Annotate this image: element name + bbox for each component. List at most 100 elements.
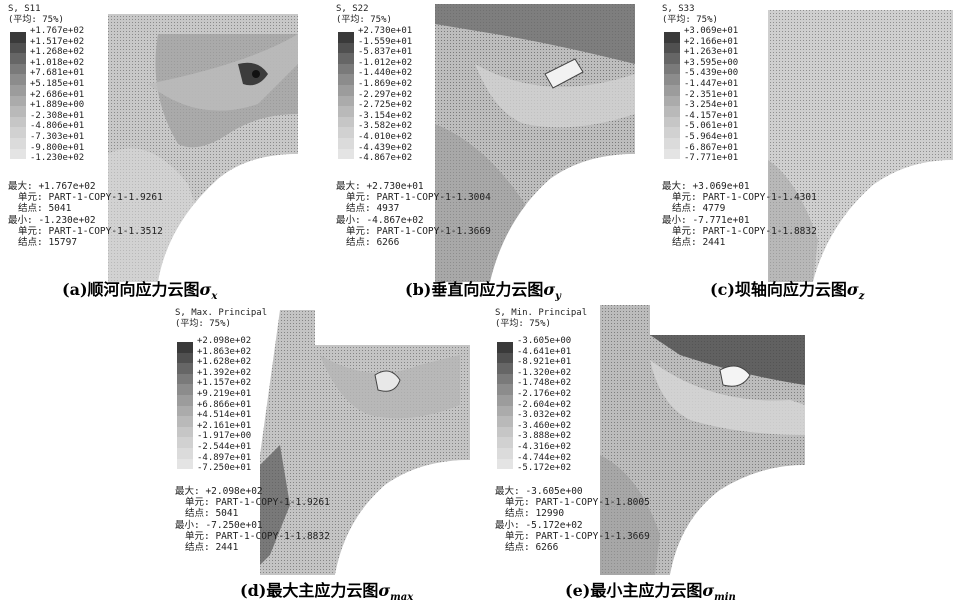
legend-value: -3.032e+02 bbox=[517, 410, 572, 421]
color-scale-segment bbox=[10, 148, 26, 160]
caption-d: (d)最大主应力云图σmax bbox=[240, 577, 413, 603]
legend-value: -1.559e+01 bbox=[358, 36, 413, 47]
color-scale-segment bbox=[664, 106, 680, 117]
legend-value: +7.681e+01 bbox=[30, 68, 85, 79]
legend-value: +2.161e+01 bbox=[197, 420, 252, 431]
max-value: 最大: +2.730e+01 bbox=[336, 181, 424, 192]
color-scale-segment bbox=[10, 53, 26, 64]
color-scale-segment bbox=[664, 63, 680, 75]
caption-symbol: σ bbox=[702, 581, 715, 600]
color-scale-segment bbox=[497, 373, 513, 385]
max-element: 单元: PART-1-COPY-1-1.9261 bbox=[18, 192, 163, 204]
max-node: 结点: 4937 bbox=[346, 203, 400, 215]
max-element: 单元: PART-1-COPY-1-1.9261 bbox=[185, 497, 330, 509]
min-element: 单元: PART-1-COPY-1-1.8832 bbox=[185, 530, 330, 542]
legend-value: -3.254e+01 bbox=[684, 100, 739, 111]
color-scale-segment bbox=[664, 116, 680, 128]
min-value: 最小: -7.250e+01 bbox=[175, 519, 263, 531]
color-scale-segment bbox=[338, 74, 354, 85]
caption-subscript: y bbox=[555, 291, 561, 303]
legend-averaging: (平均: 75%) bbox=[495, 318, 551, 329]
legend-d: S, Max. Principal (平均: 75%) bbox=[175, 308, 267, 329]
legend-value: -4.316e+02 bbox=[517, 442, 572, 452]
color-scale-segment bbox=[177, 437, 193, 448]
color-scale-segment bbox=[177, 458, 193, 470]
legend-value: -9.800e+01 bbox=[30, 142, 85, 153]
color-scale-segment bbox=[664, 32, 680, 43]
legend-value: -2.544e+01 bbox=[197, 442, 252, 452]
contour-plot-a bbox=[108, 14, 323, 282]
color-scale-segment bbox=[497, 448, 513, 459]
color-scale-segment bbox=[10, 32, 26, 43]
legend-value: -2.308e+01 bbox=[30, 110, 85, 121]
color-scale-segment bbox=[664, 74, 680, 85]
legend-value: -2.604e+02 bbox=[517, 399, 572, 410]
color-scale-segment bbox=[177, 405, 193, 417]
max-node: 结点: 5041 bbox=[18, 203, 72, 215]
legend-value: -3.582e+02 bbox=[358, 121, 413, 132]
max-element: 单元: PART-1-COPY-1-1.8005 bbox=[505, 497, 650, 509]
min-element: 单元: PART-1-COPY-1-1.8832 bbox=[672, 225, 817, 237]
legend-value: -3.460e+02 bbox=[517, 420, 572, 431]
legend-value: -5.172e+02 bbox=[517, 463, 572, 474]
legend-value: +6.866e+01 bbox=[197, 399, 252, 410]
max-value: 最大: +1.767e+02 bbox=[8, 181, 96, 192]
legend-value: -3.605e+00 bbox=[517, 336, 572, 346]
legend-value: +2.730e+01 bbox=[358, 26, 413, 36]
color-scale-segment bbox=[10, 42, 26, 54]
color-scale-segment bbox=[338, 32, 354, 43]
legend-value: -1.012e+02 bbox=[358, 57, 413, 68]
legend-e: S, Min. Principal (平均: 75%) bbox=[495, 308, 587, 329]
legend-a: S, S11 (平均: 75%) bbox=[8, 4, 64, 25]
max-value: 最大: +3.069e+01 bbox=[662, 181, 750, 192]
legend-title: S, S22 bbox=[336, 4, 369, 14]
legend-value: -4.867e+02 bbox=[358, 153, 413, 164]
max-node: 结点: 4779 bbox=[672, 203, 726, 215]
color-scale-segment bbox=[497, 416, 513, 427]
contour-plot-c bbox=[768, 10, 958, 282]
color-scale-segment bbox=[10, 116, 26, 128]
color-scale-d bbox=[177, 342, 193, 470]
min-node: 结点: 6266 bbox=[505, 542, 559, 554]
extrema-info-c: 最大: +3.069e+01 单元: PART-1-COPY-1-1.4301 … bbox=[662, 181, 817, 248]
legend-value: -1.440e+02 bbox=[358, 68, 413, 79]
legend-value: -3.888e+02 bbox=[517, 431, 572, 442]
color-scale-segment bbox=[10, 95, 26, 107]
max-node: 结点: 12990 bbox=[505, 508, 565, 520]
caption-text: (a)顺河向应力云图 bbox=[62, 280, 200, 299]
legend-value: -1.230e+02 bbox=[30, 153, 85, 164]
color-scale-segment bbox=[10, 63, 26, 75]
legend-value: -7.303e+01 bbox=[30, 132, 85, 142]
legend-value: -1.917e+00 bbox=[197, 431, 252, 442]
contour-plot-b bbox=[435, 4, 650, 282]
extrema-info-a: 最大: +1.767e+02 单元: PART-1-COPY-1-1.9261 … bbox=[8, 181, 163, 248]
legend-value: +1.392e+02 bbox=[197, 367, 252, 378]
caption-e: (e)最小主应力云图σmin bbox=[565, 577, 736, 603]
legend-value: +2.686e+01 bbox=[30, 89, 85, 100]
min-value: 最小: -4.867e+02 bbox=[336, 214, 424, 226]
color-scale-segment bbox=[338, 116, 354, 128]
caption-subscript: z bbox=[858, 291, 865, 303]
color-scale-segment bbox=[338, 148, 354, 160]
legend-value: -5.964e+01 bbox=[684, 132, 739, 142]
legend-value: +2.166e+01 bbox=[684, 36, 739, 47]
color-scale-segment bbox=[177, 416, 193, 427]
legend-value: +9.219e+01 bbox=[197, 389, 252, 399]
color-scale-segment bbox=[338, 95, 354, 107]
color-scale-segment bbox=[497, 384, 513, 395]
legend-averaging: (平均: 75%) bbox=[336, 14, 392, 25]
legend-value: +1.889e+00 bbox=[30, 100, 85, 111]
color-scale-segment bbox=[497, 437, 513, 448]
legend-value: -7.250e+01 bbox=[197, 463, 252, 474]
legend-value: -1.748e+02 bbox=[517, 378, 572, 389]
legend-value: -2.351e+01 bbox=[684, 89, 739, 100]
max-element: 单元: PART-1-COPY-1-1.3004 bbox=[346, 192, 491, 204]
panel-a: S, S11 (平均: 75%) +1.767e+02+1.517e+02+1.… bbox=[0, 0, 323, 302]
legend-value: +1.767e+02 bbox=[30, 26, 85, 36]
color-scale-segment bbox=[177, 384, 193, 395]
min-element: 单元: PART-1-COPY-1-1.3512 bbox=[18, 225, 163, 237]
caption-subscript: min bbox=[714, 592, 736, 604]
caption-c: (c)坝轴向应力云图σz bbox=[710, 276, 864, 302]
legend-value: +3.069e+01 bbox=[684, 26, 739, 36]
max-value: 最大: -3.605e+00 bbox=[495, 486, 583, 497]
